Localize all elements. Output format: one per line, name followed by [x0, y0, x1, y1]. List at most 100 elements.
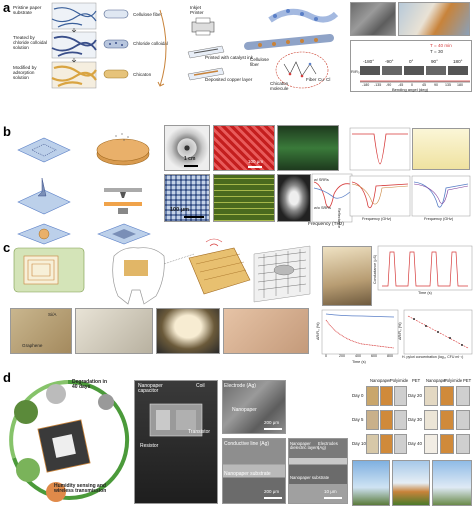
- resistance-xlabel: Time (s): [352, 360, 366, 364]
- col-nanopaper-left: Nanopaper: [370, 378, 391, 383]
- printed-paper: [187, 45, 225, 59]
- substrate2-label: Nanopaper substrate: [290, 475, 330, 480]
- sem-scale-3: 10 μm: [324, 489, 337, 494]
- skin-sensor-photo: [223, 308, 309, 354]
- paper-fibers-3: [51, 61, 97, 89]
- substrate-label: Nanopaper substrate: [224, 471, 271, 477]
- bending-xtick-1: -180: [362, 83, 370, 87]
- tooth-sensor-photo: [322, 246, 372, 306]
- day-30-label: Day 30: [408, 417, 422, 422]
- electrode-label: Electrode (Ag): [224, 383, 256, 389]
- fabrication-step-5: [17, 223, 71, 245]
- sky-photo-2: [392, 460, 430, 506]
- step-3-label: Modified by adsorption solution: [13, 65, 37, 80]
- bending-xtick-7: 90: [434, 83, 438, 87]
- sem-scale-1: 200 μm: [264, 420, 280, 425]
- fiber-molecule-illustration: [244, 8, 339, 89]
- deg-cell: [440, 410, 454, 430]
- flexible-paper-photo: [398, 2, 470, 36]
- b-plot-3: [411, 175, 471, 217]
- bending-legend-1: T = 40 min: [430, 43, 452, 48]
- deg-cell: [394, 434, 407, 454]
- transistor-label: Transistor: [188, 429, 211, 435]
- day-40-label: Day 40: [408, 441, 422, 446]
- conductance-ylabel: Conductance (μS): [373, 254, 377, 284]
- chicaton-label: Chicaton: [133, 72, 152, 77]
- col-polyimide-left: Polyimide: [390, 378, 409, 383]
- concentration-ylabel: ΔR/R₀ (%): [398, 322, 402, 340]
- conductance-plot: [377, 245, 473, 291]
- step-arrows: [71, 28, 77, 63]
- deg-cell: [456, 434, 470, 454]
- inset-legend-fiber: Fiber: [306, 77, 317, 82]
- green-grid-photo: [213, 174, 275, 222]
- copper-paper: [187, 67, 225, 81]
- bending-xtick-6: 45: [422, 83, 426, 87]
- bending-inset-strip: [360, 66, 468, 75]
- col-pet-left: PET: [412, 378, 421, 383]
- resistance-xtick-2: 200: [339, 354, 345, 358]
- bending-inset-1: -180°: [363, 59, 375, 64]
- sky-photo-1: [352, 460, 390, 506]
- curve-label-srr: w/ SRRs: [314, 178, 329, 182]
- sem-scale-bar-1: [264, 428, 282, 430]
- printer-icon: [191, 17, 215, 36]
- b-plot-1: [349, 127, 411, 171]
- fabrication-step-1: [17, 137, 71, 163]
- nanopaper-label: Nanopaper: [232, 407, 257, 413]
- resistance-xtick-3: 400: [355, 354, 361, 358]
- capacitor-label: Nanopaper capacitor: [138, 383, 163, 395]
- bending-xtick-3: -90: [386, 83, 392, 87]
- bending-xtick-8: 135: [445, 83, 451, 87]
- b-plot-3-xlabel: Frequency (GHz): [424, 217, 454, 221]
- sem-scale-2: 200 μm: [264, 489, 280, 494]
- bending-xtick-2: -135: [374, 83, 382, 87]
- bending-inset-4: 90°: [431, 59, 438, 64]
- disc-photo: [164, 125, 210, 171]
- resistance-time-plot: [321, 309, 399, 355]
- deg-cell: [366, 410, 379, 430]
- deg-cell: [394, 386, 407, 406]
- step-1-label: Pristine paper substrate: [13, 5, 42, 15]
- deg-cell: [394, 410, 407, 430]
- sem-scale-bar-2: [264, 497, 282, 499]
- panel-a-label: a: [3, 0, 11, 15]
- day-20-label: Day 20: [408, 393, 422, 398]
- bending-inset-5: 180°: [453, 59, 463, 64]
- inkjet-printer-label: Inkjet Printer: [190, 5, 204, 15]
- paper-fibers-1: [51, 2, 97, 30]
- deg-cell: [440, 386, 454, 406]
- scale-text-1: 1 cm: [184, 156, 196, 162]
- step-2-label: Treated by chloride colloidal solution: [13, 35, 47, 50]
- conductive-line-sem: [222, 438, 286, 504]
- panel-b-label: b: [3, 124, 11, 139]
- deg-cell: [380, 386, 393, 406]
- resistance-xtick-5: 800: [387, 354, 393, 358]
- scale-text-3: 100 μm: [248, 159, 264, 164]
- deg-cell: [456, 410, 470, 430]
- legend-cellulose: Cellulose fiber: [250, 57, 269, 67]
- b-photo-strip: [412, 128, 470, 170]
- fiber-cylinder-1: [103, 9, 129, 19]
- degradation-grid-left: [366, 386, 408, 456]
- panel-c-label: c: [3, 240, 11, 255]
- graphene-sensor-photo: [10, 308, 72, 354]
- bending-ylabel: R/R₀: [351, 69, 360, 74]
- degradation-cycle-illustration: [9, 379, 130, 502]
- humidity-sensing-text: Humidity sensing and wireless transmissi…: [54, 483, 107, 495]
- bending-legend-2: T = 30: [430, 49, 444, 54]
- electrodes-label: Electrodes (Ag): [318, 441, 338, 451]
- deg-cell: [366, 434, 379, 454]
- device-chip: [149, 403, 203, 437]
- deg-cell: [440, 434, 454, 454]
- resistance-ylabel: ΔR/R₀ (%): [316, 322, 320, 340]
- paper-fibers-2: [51, 31, 97, 59]
- deg-cell: [366, 386, 379, 406]
- inset-legend-cl: Cl: [326, 77, 331, 82]
- tooth-label-sia: Si/A: [48, 312, 57, 317]
- fabrication-dish: [96, 133, 150, 166]
- bending-inset-3: 0°: [409, 59, 414, 64]
- degradation-grid-right: [424, 386, 472, 456]
- reflectance-plot: [311, 173, 353, 223]
- resistor-label: Resistor: [140, 443, 159, 449]
